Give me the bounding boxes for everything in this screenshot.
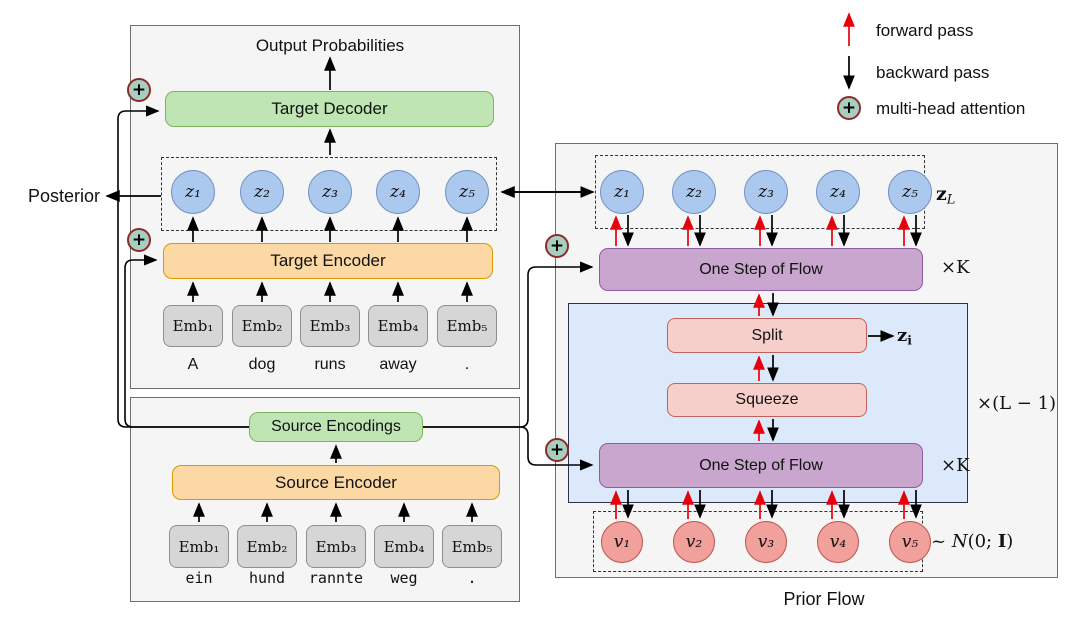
- multi-head-attention-icon: +: [127, 228, 151, 252]
- target-embedding-box: Emb₁: [163, 305, 223, 347]
- noise-v-node: v₂: [673, 521, 715, 563]
- plus-icon: +: [131, 79, 147, 100]
- target-embedding-box: Emb₅: [437, 305, 497, 347]
- target-decoder-box: Target Decoder: [165, 91, 494, 127]
- squeeze-box: Squeeze: [667, 383, 867, 417]
- target-encoder-box: Target Encoder: [163, 243, 493, 279]
- source-word: weg: [390, 569, 418, 587]
- source-word: rannte: [308, 569, 364, 587]
- noise-v-node: v₅: [889, 521, 931, 563]
- posterior-label: Posterior: [27, 186, 100, 206]
- prior-z-node: z₁: [600, 170, 644, 214]
- prior-z-node: z₅: [888, 170, 932, 214]
- source-word: hund: [248, 569, 286, 587]
- posterior-z-node: z₂: [240, 170, 284, 214]
- source-word: ein: [185, 569, 213, 587]
- target-embedding-box: Emb₂: [232, 305, 292, 347]
- target-word: dog: [248, 356, 276, 373]
- output-probabilities-label: Output Probabilities: [255, 36, 405, 55]
- plus-icon: +: [549, 235, 565, 256]
- prior-z-node: z₄: [816, 170, 860, 214]
- multi-head-attention-icon: +: [545, 438, 569, 462]
- source-embedding-box: Emb₂: [237, 525, 297, 568]
- source-encodings-box: Source Encodings: [249, 412, 423, 442]
- plus-icon: +: [131, 229, 147, 250]
- posterior-z-node: z₁: [171, 170, 215, 214]
- multi-head-attention-icon: +: [545, 234, 569, 258]
- z-i-base: z: [897, 325, 908, 346]
- script-n: N: [951, 531, 968, 552]
- posterior-z-node: z₃: [308, 170, 352, 214]
- z-i-label: zi: [897, 325, 912, 347]
- target-word: runs: [314, 356, 346, 373]
- times-k-bottom-label: ×K: [941, 455, 970, 476]
- multi-head-attention-icon: +: [127, 78, 151, 102]
- noise-v-node: v₄: [817, 521, 859, 563]
- noise-tilde: ~: [931, 531, 952, 552]
- source-embedding-box: Emb₃: [306, 525, 366, 568]
- legend-backward-label: backward pass: [876, 63, 990, 82]
- z-L-label: zL: [936, 183, 955, 208]
- noise-v-node: v₃: [745, 521, 787, 563]
- noise-args: (0;: [967, 531, 998, 552]
- source-word: .: [467, 569, 477, 587]
- z-L-sub: L: [946, 192, 956, 208]
- normal-distribution-label: ~ N(0; I): [931, 531, 1013, 552]
- multi-head-attention-legend-icon: +: [837, 96, 861, 120]
- source-embedding-box: Emb₄: [374, 525, 434, 568]
- split-box: Split: [667, 318, 867, 353]
- prior-z-node: z₃: [744, 170, 788, 214]
- source-embedding-box: Emb₁: [169, 525, 229, 568]
- z-L-base: z: [936, 183, 947, 205]
- times-l-minus-1-label: ×(L − 1): [977, 393, 1057, 414]
- target-word: A: [187, 356, 199, 373]
- plus-icon: +: [841, 97, 857, 118]
- plus-icon: +: [549, 439, 565, 460]
- noise-v-node: v₁: [601, 521, 643, 563]
- prior-flow-title: Prior Flow: [783, 589, 865, 609]
- legend-forward-label: forward pass: [876, 21, 974, 40]
- one-step-of-flow-bottom-box: One Step of Flow: [599, 443, 923, 488]
- times-k-top-label: ×K: [941, 257, 970, 278]
- noise-close: ): [1006, 531, 1014, 552]
- one-step-of-flow-top-box: One Step of Flow: [599, 248, 923, 291]
- identity-matrix: I: [997, 531, 1007, 552]
- posterior-z-node: z₅: [445, 170, 489, 214]
- target-word: .: [464, 356, 470, 373]
- prior-z-node: z₂: [672, 170, 716, 214]
- target-embedding-box: Emb₄: [368, 305, 428, 347]
- source-encoder-box: Source Encoder: [172, 465, 500, 500]
- target-word: away: [379, 356, 417, 373]
- legend-attention-label: multi-head attention: [876, 99, 1026, 118]
- z-i-sub: i: [907, 333, 912, 348]
- target-embedding-box: Emb₃: [300, 305, 360, 347]
- source-embedding-box: Emb₅: [442, 525, 502, 568]
- posterior-z-node: z₄: [376, 170, 420, 214]
